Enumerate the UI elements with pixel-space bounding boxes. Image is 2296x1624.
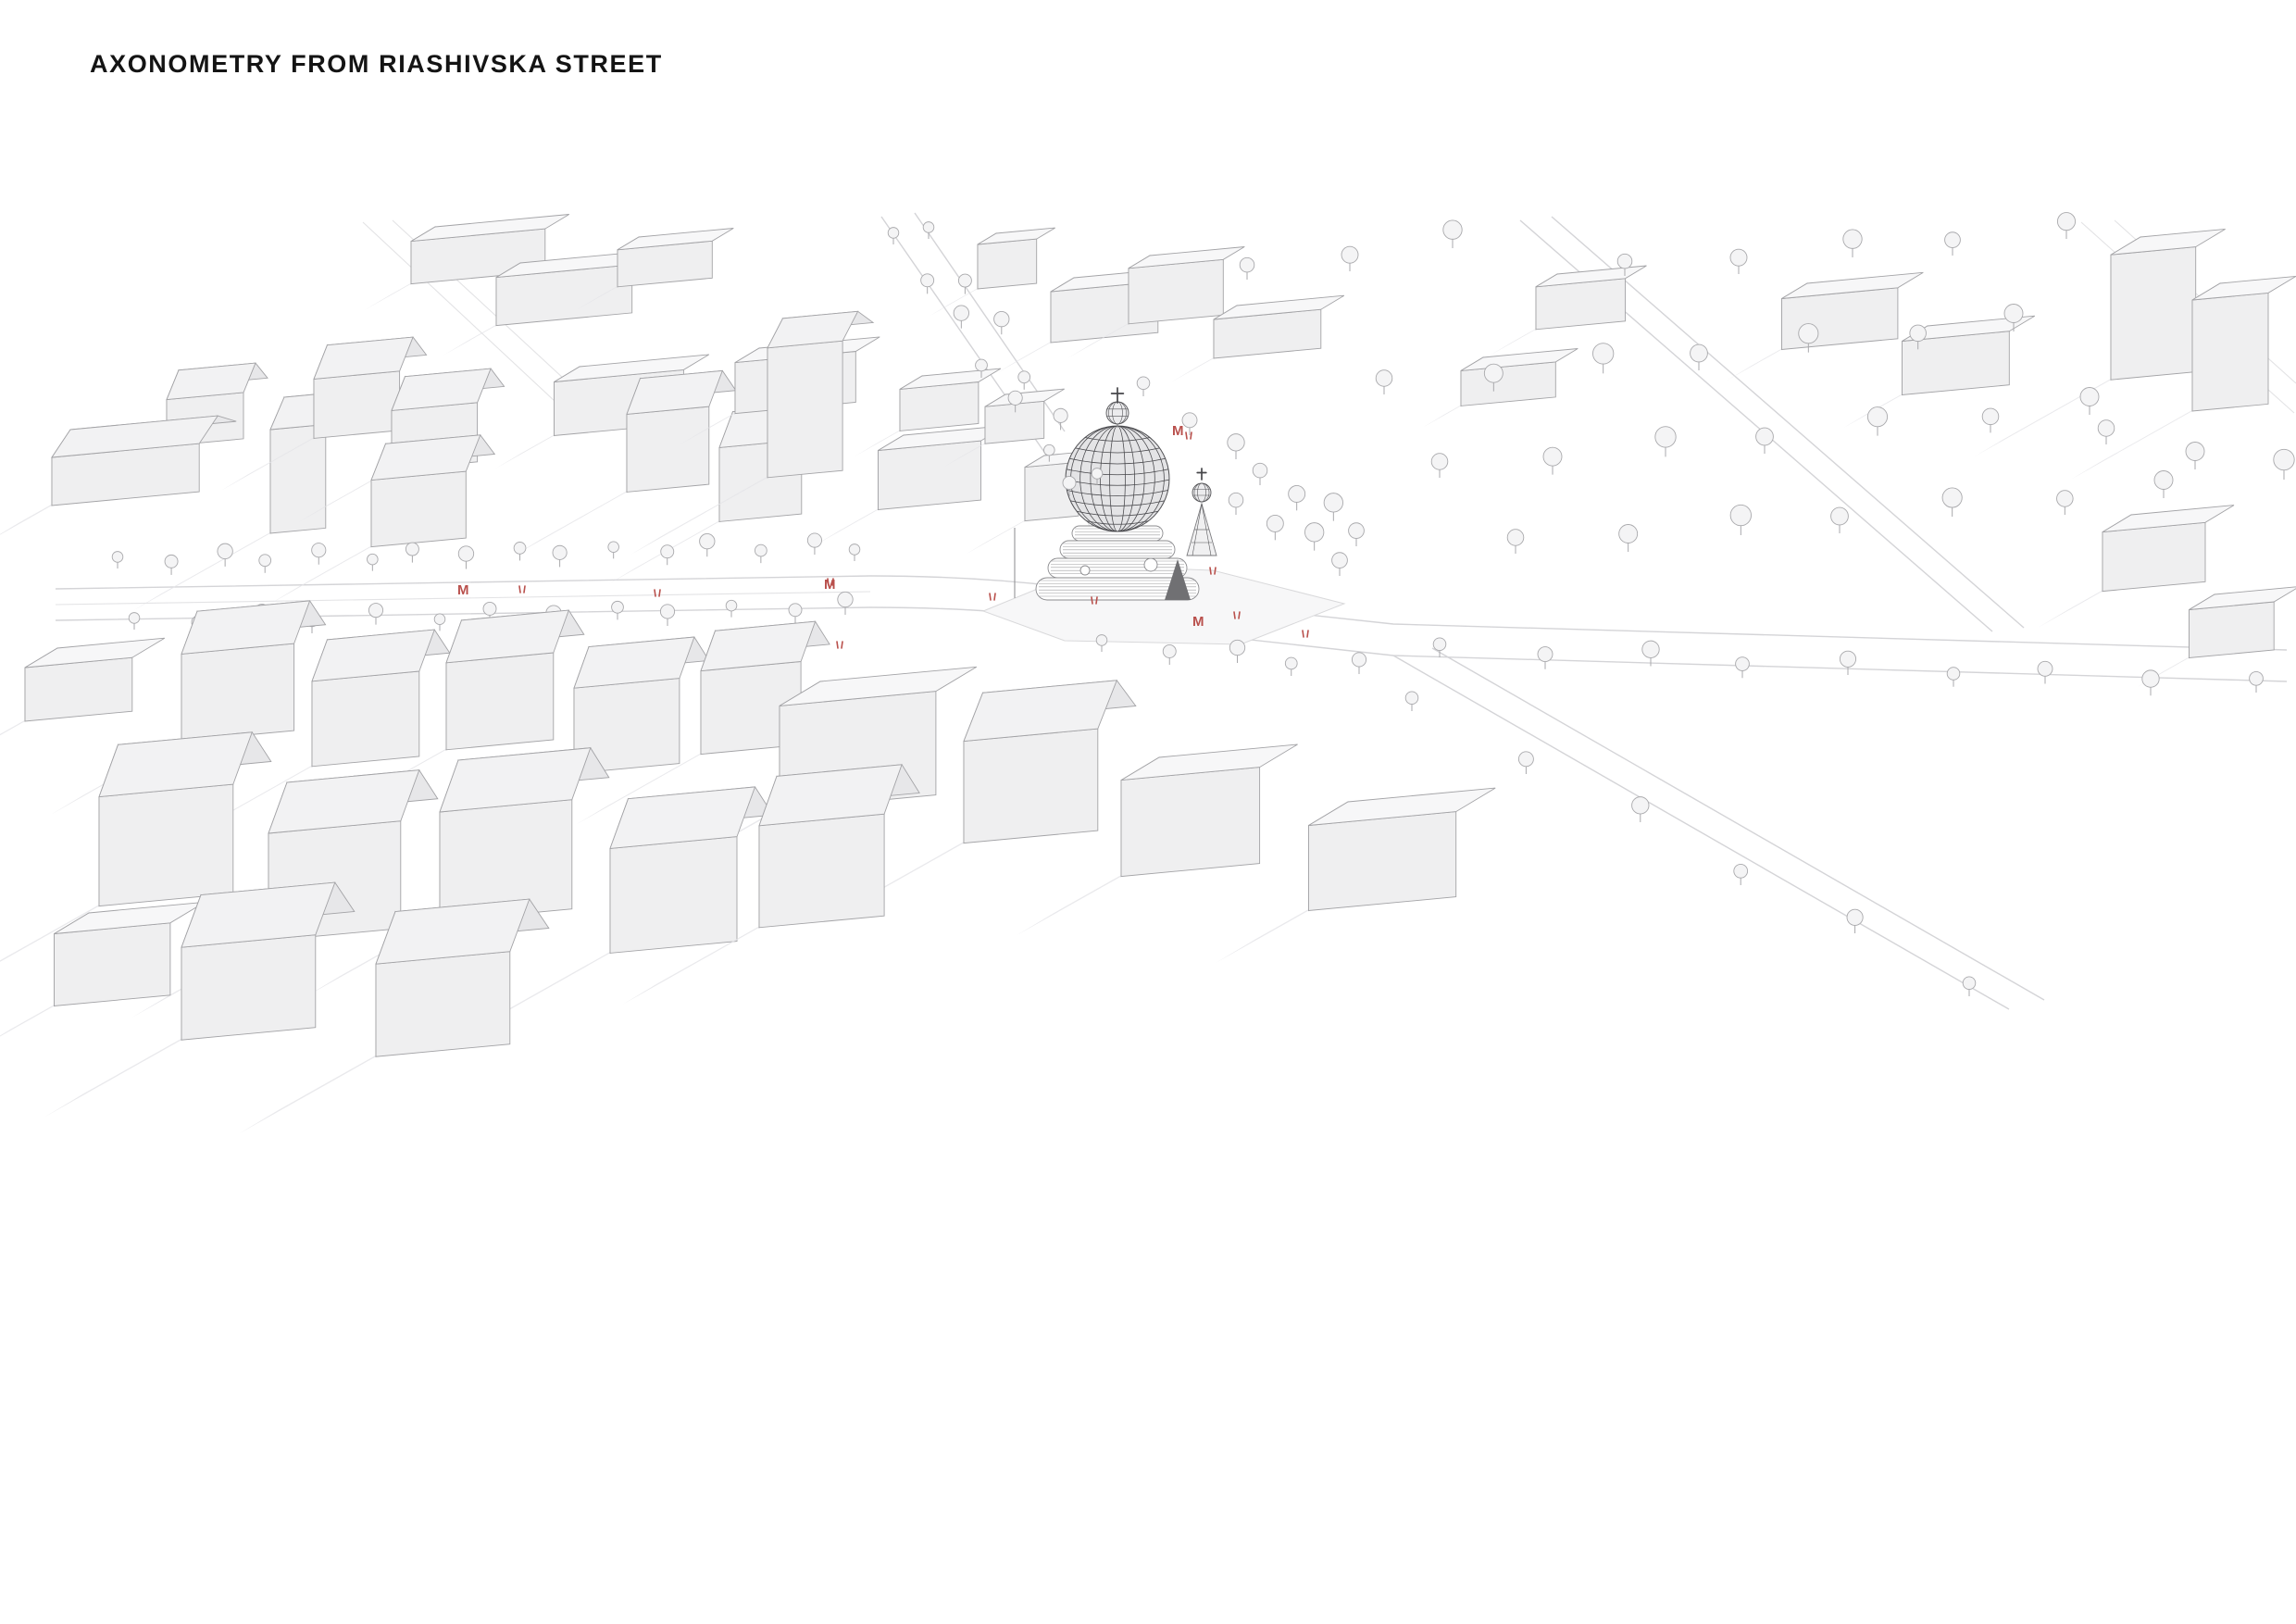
page-title: AXONOMETRY FROM RIASHIVSKA STREET <box>90 50 663 78</box>
metro-entrance-label: M <box>1172 423 1184 439</box>
cathedral <box>1014 387 1217 601</box>
markers-layer: M M M M <box>457 423 1309 649</box>
foreground-buildings-layer <box>0 600 1496 1134</box>
metro-entrance-label: M <box>457 582 469 598</box>
background-buildings-layer <box>0 214 2296 688</box>
metro-entrance-label: M <box>1192 614 1204 630</box>
metro-entrance-label: M <box>824 577 836 593</box>
